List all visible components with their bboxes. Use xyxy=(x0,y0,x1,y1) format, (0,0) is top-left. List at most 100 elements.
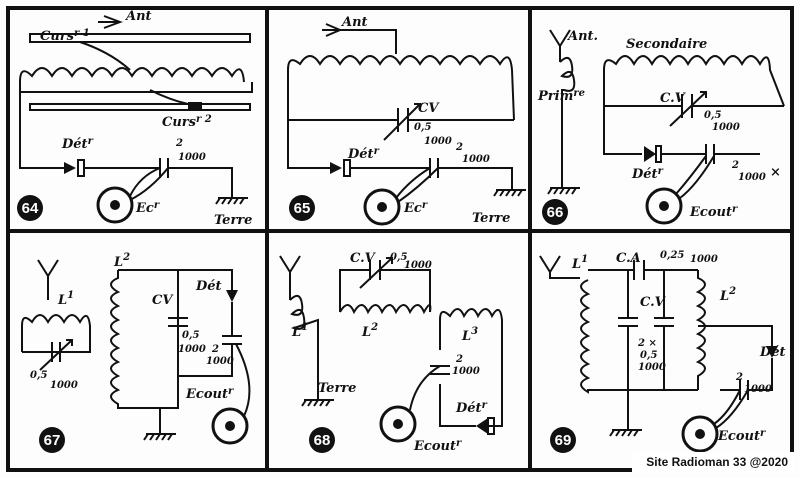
diagram-number-69: 69 xyxy=(555,432,572,449)
small-cap-numerator: 0,5 xyxy=(30,370,47,381)
detector-symbol xyxy=(64,162,76,174)
detector-body xyxy=(655,145,662,163)
ground-label: Terre xyxy=(472,211,510,226)
diagram-number-68: 68 xyxy=(314,432,331,449)
primary-label: Primre xyxy=(537,88,585,104)
var-cap-numerator: 0,5 xyxy=(414,122,431,133)
antenna-symbol xyxy=(539,255,580,279)
fixed-capacitor xyxy=(222,335,242,345)
var-cap-numerator: 0,5 xyxy=(182,330,199,341)
coil-2-label: L2 xyxy=(113,252,130,270)
antenna-symbol xyxy=(549,29,571,62)
aux-cap-label: C.A xyxy=(616,251,641,266)
lower-circuit xyxy=(287,120,513,190)
slider-rail-bottom xyxy=(29,103,251,111)
slider-rail-top xyxy=(29,33,251,43)
coil-1 xyxy=(580,279,698,394)
detector-symbol xyxy=(766,346,778,358)
var-cap-label: C.V xyxy=(660,91,687,106)
var-cap-label: CV xyxy=(152,293,174,308)
earphone-label: Ecoutr xyxy=(413,438,462,454)
coil-1 xyxy=(21,314,91,353)
tuning-coil xyxy=(19,67,245,83)
var-cap-denominator: 1000 xyxy=(178,344,206,355)
capacitor-denominator: 1000 xyxy=(178,152,206,163)
secondary-label: Secondaire xyxy=(626,37,707,52)
diagram-67: L1 0,5 1000 L2 Dét CV 0,5 1000 2 1000 Ec… xyxy=(6,229,269,472)
x-mark: × xyxy=(770,165,781,180)
antenna-symbol xyxy=(98,15,123,29)
diagram-number-65: 65 xyxy=(294,200,311,217)
detector-label: Détr xyxy=(631,166,664,182)
aux-cap-numerator: 0,25 xyxy=(660,250,684,261)
ground-label: Terre xyxy=(318,381,356,396)
detector-label: Détr xyxy=(455,400,488,416)
variable-capacitor xyxy=(669,91,707,127)
diagram-68: L1 Terre C.V 0,5 1000 L2 L3 2 1000 Détr … xyxy=(265,229,532,472)
coil-1-label: L1 xyxy=(291,322,308,340)
earphone-icon xyxy=(645,187,683,225)
variable-capacitor xyxy=(359,257,393,289)
cursor-1-label: Cursr 1 xyxy=(40,28,90,44)
var-cap-denominator: 1000 xyxy=(404,260,432,271)
detector-symbol xyxy=(476,418,488,434)
earphone-center xyxy=(695,429,705,439)
tuning-capacitor xyxy=(168,317,188,327)
coil-2 xyxy=(110,269,179,409)
secondary-coil xyxy=(603,55,785,107)
earphone-cord xyxy=(129,167,169,201)
number-badge-66 xyxy=(542,199,568,225)
dual-cap-denominator: 1000 xyxy=(638,362,666,373)
variable-capacitor xyxy=(383,103,421,141)
earphone-cord xyxy=(395,167,439,203)
coil-3-label: L3 xyxy=(461,326,478,344)
ground-symbol xyxy=(301,399,334,407)
credit-backdrop xyxy=(632,452,794,472)
diagram-66: Ant. Primre Secondaire C.V 0,5 1000 Détr… xyxy=(528,6,794,233)
detector-branch xyxy=(698,325,773,391)
earphone-center xyxy=(377,202,387,212)
dual-cap-multiplier: 2 × xyxy=(637,338,657,349)
earphone-label: Ecr xyxy=(135,200,160,216)
coil-1-label: L1 xyxy=(57,290,74,308)
diagram-69: L1 C.A 0,25 1000 C.V 2 × 0,5 1000 L2 Dét… xyxy=(528,229,794,472)
aux-capacitor xyxy=(633,260,645,280)
diagram-number-67: 67 xyxy=(44,432,61,449)
small-var-cap xyxy=(39,339,73,371)
var-cap-denominator: 1000 xyxy=(712,122,740,133)
capacitor-denominator: 1000 xyxy=(206,356,234,367)
coil-1-label: L1 xyxy=(571,254,588,272)
var-cap-denominator: 1000 xyxy=(424,136,452,147)
earphone-label: Ecoutr xyxy=(689,204,738,220)
diagram-64: Ant Cursr 1 Cursr 2 Détr 2 1000 Ecr Terr… xyxy=(6,6,269,233)
earphone-center xyxy=(659,201,669,211)
diagram-number-66: 66 xyxy=(547,204,564,221)
earphone-center xyxy=(393,419,403,429)
var-cap-label: C.V xyxy=(640,295,667,310)
earphone-cord xyxy=(409,365,441,411)
coil-2-label: L2 xyxy=(719,286,736,304)
capacitor-numerator: 2 xyxy=(175,138,183,149)
lower-circuit xyxy=(603,106,760,155)
detector-symbol xyxy=(330,162,342,174)
earphone-center xyxy=(225,421,235,431)
ground-symbol xyxy=(143,408,176,441)
coil-2 xyxy=(695,270,706,390)
diagram-65: Ant CV 0,5 1000 Détr 2 1000 Ecr Terre 65 xyxy=(265,6,532,233)
aux-cap-denominator: 1000 xyxy=(690,254,718,265)
antenna-label: Ant xyxy=(340,15,368,30)
detector-branch xyxy=(178,269,233,377)
detector-label: Détr xyxy=(347,146,380,162)
capacitor-denominator: 1000 xyxy=(744,384,772,395)
earphone-icon xyxy=(363,188,401,226)
coil-2 xyxy=(339,304,432,315)
number-badge-67 xyxy=(39,427,65,453)
var-cap-numerator: 0,5 xyxy=(704,110,721,121)
number-badge-69 xyxy=(550,427,576,453)
earphone-icon xyxy=(681,415,719,453)
detector-label: Dét xyxy=(759,345,786,360)
site-credit: Site Radioman 33 @2020 xyxy=(646,455,788,469)
cursor-2-label: Cursr 2 xyxy=(162,114,212,130)
earphone-cord xyxy=(713,389,749,429)
